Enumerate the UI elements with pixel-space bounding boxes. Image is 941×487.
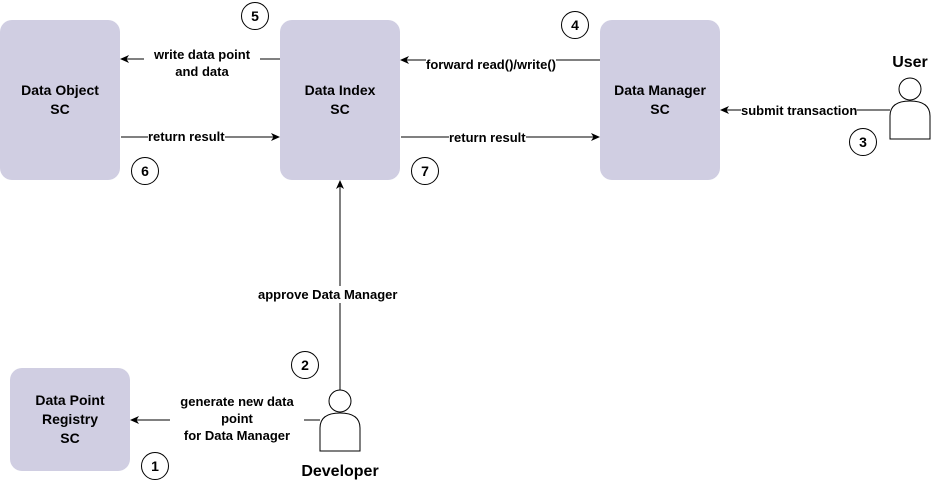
registry-line-1: Data Point <box>35 392 105 408</box>
data-object-sc-box: Data Object SC <box>0 20 120 180</box>
generate-label: generate new data point for Data Manager <box>170 393 304 444</box>
data-index-sc-box: Data Index SC <box>280 20 400 180</box>
developer-actor-icon <box>319 389 361 452</box>
data-manager-subtitle: SC <box>650 101 670 117</box>
step-3-marker: 3 <box>849 128 877 156</box>
user-label: User <box>892 54 928 71</box>
step-4-marker: 4 <box>561 11 589 39</box>
step-7-marker: 7 <box>411 157 439 185</box>
write-data-label: write data point and data <box>144 46 260 80</box>
data-index-title: Data Index <box>304 82 376 98</box>
registry-line-3: SC <box>60 430 80 446</box>
developer-label: Developer <box>301 463 379 480</box>
step-1-marker: 1 <box>141 452 169 480</box>
write-data-label-line-1: write data point <box>153 47 251 62</box>
generate-label-line-3: for Data Manager <box>183 428 291 443</box>
user-actor-icon <box>889 77 931 140</box>
generate-label-line-1: generate new data <box>180 394 294 409</box>
data-object-subtitle: SC <box>50 101 70 117</box>
write-data-label-line-2: and data <box>175 64 229 79</box>
data-object-title: Data Object <box>21 82 99 98</box>
step-5-marker: 5 <box>241 2 269 30</box>
return-result-left-label: return result <box>148 128 225 145</box>
data-manager-title: Data Manager <box>614 82 706 98</box>
approve-label: approve Data Manager <box>258 286 398 303</box>
step-2-marker: 2 <box>291 351 319 379</box>
registry-line-2: Registry <box>41 411 99 427</box>
data-point-registry-sc-box: Data Point Registry SC <box>10 368 130 471</box>
forward-label: forward read()/write() <box>426 56 557 73</box>
submit-transaction-label: submit transaction <box>741 102 858 119</box>
data-manager-sc-box: Data Manager SC <box>600 20 720 180</box>
data-index-subtitle: SC <box>330 101 350 117</box>
step-6-marker: 6 <box>131 157 159 185</box>
generate-label-line-2: point <box>221 411 253 426</box>
return-result-right-label: return result <box>449 129 526 146</box>
